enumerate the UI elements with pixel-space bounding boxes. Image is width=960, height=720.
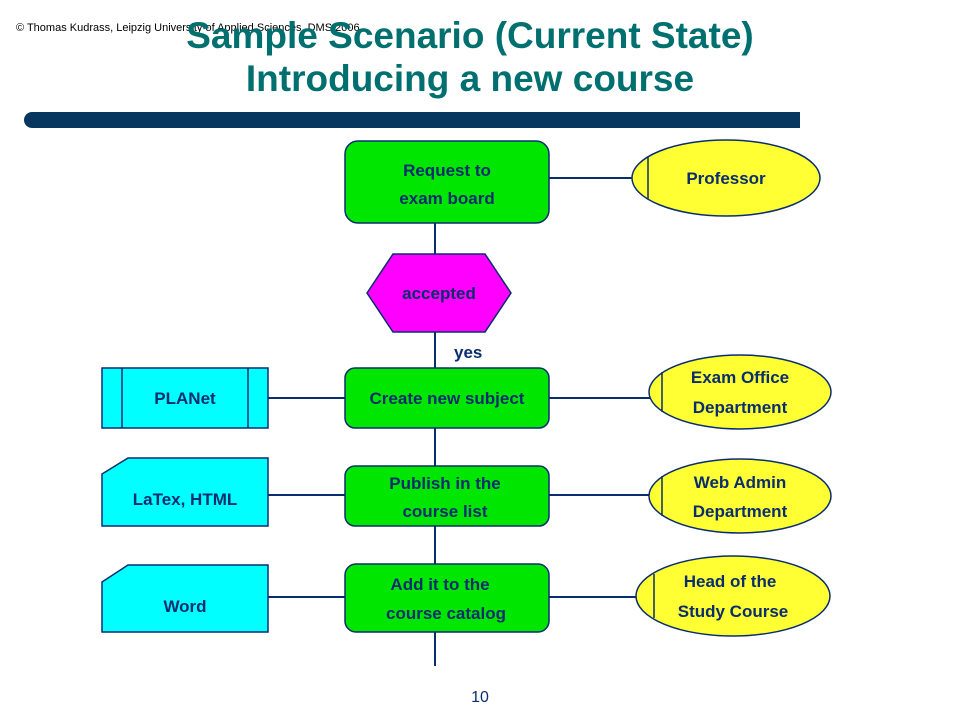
request-label-line2: exam board	[399, 189, 494, 208]
event-accepted: accepted	[366, 253, 512, 333]
request-label-line1: Request to	[403, 161, 491, 180]
add-label-line1: Add it to the	[390, 575, 489, 594]
accepted-label: accepted	[402, 284, 476, 303]
latex-label: LaTex, HTML	[133, 490, 238, 509]
add-label-line2: course catalog	[386, 604, 506, 623]
create-label: Create new subject	[370, 389, 525, 408]
function-add-course-catalog: Add it to the course catalog	[344, 563, 550, 633]
head-label-line2: Study Course	[678, 602, 789, 621]
page-number: 10	[471, 689, 489, 706]
exam-office-label-line2: Department	[693, 398, 788, 417]
yes-label: yes	[454, 343, 482, 362]
publish-label-line2: course list	[402, 502, 487, 521]
system-planet: PLANet	[101, 367, 269, 429]
copyright-notice: © Thomas Kudrass, Leipzig University of …	[16, 22, 360, 34]
professor-label: Professor	[686, 169, 766, 188]
word-label: Word	[163, 597, 206, 616]
web-admin-label-line1: Web Admin	[694, 473, 787, 492]
role-professor: Professor	[631, 139, 821, 217]
slide-title: Sample Scenario (Current State)	[186, 15, 754, 56]
function-create-new-subject: Create new subject	[344, 367, 550, 429]
slide-subtitle: Introducing a new course	[245, 58, 695, 99]
role-exam-office: Exam Office Department	[648, 354, 832, 430]
web-admin-label-line2: Department	[693, 502, 788, 521]
function-request-exam-board: Request to exam board	[344, 140, 550, 224]
head-label-line1: Head of the	[684, 572, 777, 591]
exam-office-label-line1: Exam Office	[691, 368, 789, 387]
publish-label-line1: Publish in the	[389, 474, 500, 493]
planet-label: PLANet	[154, 389, 216, 408]
system-latex-html: LaTex, HTML	[101, 457, 269, 527]
system-word: Word	[101, 564, 269, 633]
role-head-study-course: Head of the Study Course	[635, 555, 831, 637]
function-publish-course-list: Publish in the course list	[344, 465, 550, 527]
title-underline-bar	[24, 112, 800, 128]
role-web-admin: Web Admin Department	[648, 458, 832, 534]
